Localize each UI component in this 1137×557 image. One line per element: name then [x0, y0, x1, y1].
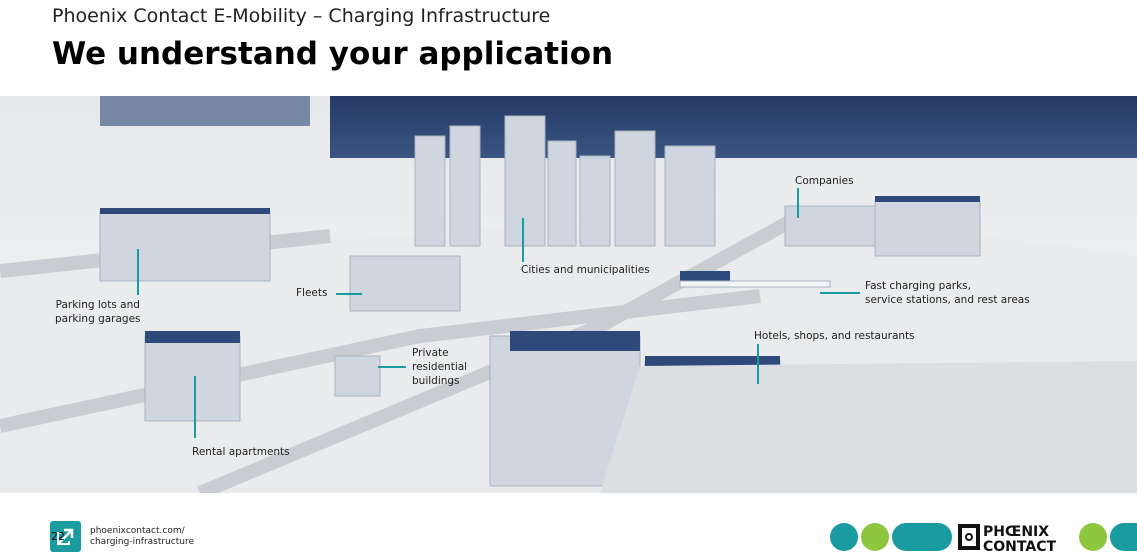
- label-companies: Companies: [795, 175, 854, 187]
- leader-line: [336, 293, 362, 295]
- url-line: charging-infrastructure: [90, 537, 195, 547]
- brand-dot-green: [1079, 523, 1107, 551]
- url-line: phoenixcontact.com/: [90, 526, 185, 536]
- leader-line: [820, 292, 860, 294]
- label-line: Private: [412, 347, 449, 359]
- label-hotels: Hotels, shops, and restaurants: [754, 330, 915, 342]
- brand-dot-teal: [830, 523, 858, 551]
- label-parking: Parking lots and parking garages: [55, 298, 141, 326]
- page-number: 22: [51, 530, 65, 543]
- label-line: residential: [412, 361, 468, 373]
- brand-pill-teal: [1110, 523, 1137, 551]
- presentation-subtitle: Phoenix Contact E-Mobility – Charging In…: [52, 5, 551, 27]
- leader-line: [757, 344, 759, 384]
- label-fleets: Fleets: [296, 287, 328, 299]
- label-line: service stations, and rest areas: [865, 294, 1030, 306]
- label-rental: Rental apartments: [192, 446, 290, 458]
- brand-pill-teal: [892, 523, 952, 551]
- label-line: Fast charging parks,: [865, 280, 971, 292]
- label-line: parking garages: [55, 313, 141, 325]
- label-private-residential: Private residential buildings: [412, 346, 467, 388]
- label-cities: Cities and municipalities: [521, 264, 650, 276]
- external-link-icon[interactable]: [50, 521, 81, 552]
- leader-line: [378, 366, 406, 368]
- brand-dot-green: [861, 523, 889, 551]
- label-line: buildings: [412, 375, 460, 387]
- svg-text:PHŒNIX: PHŒNIX: [983, 524, 1049, 540]
- e-mobility-city-illustration: Companies Cities and municipalities Fast…: [0, 96, 1137, 493]
- slide-title: We understand your application: [52, 36, 614, 72]
- leader-line: [194, 376, 196, 438]
- leader-line: [797, 188, 799, 218]
- svg-text:CONTACT: CONTACT: [983, 539, 1056, 553]
- footer-link[interactable]: phoenixcontact.com/ charging-infrastruct…: [90, 526, 194, 548]
- label-fast-charging: Fast charging parks, service stations, a…: [865, 279, 1030, 307]
- leader-line: [522, 218, 524, 262]
- phoenix-contact-logo: PHŒNIX CONTACT: [957, 521, 1075, 555]
- leader-line: [137, 249, 139, 295]
- label-line: Parking lots and: [55, 299, 140, 311]
- city-scene-shapes: [0, 96, 1137, 493]
